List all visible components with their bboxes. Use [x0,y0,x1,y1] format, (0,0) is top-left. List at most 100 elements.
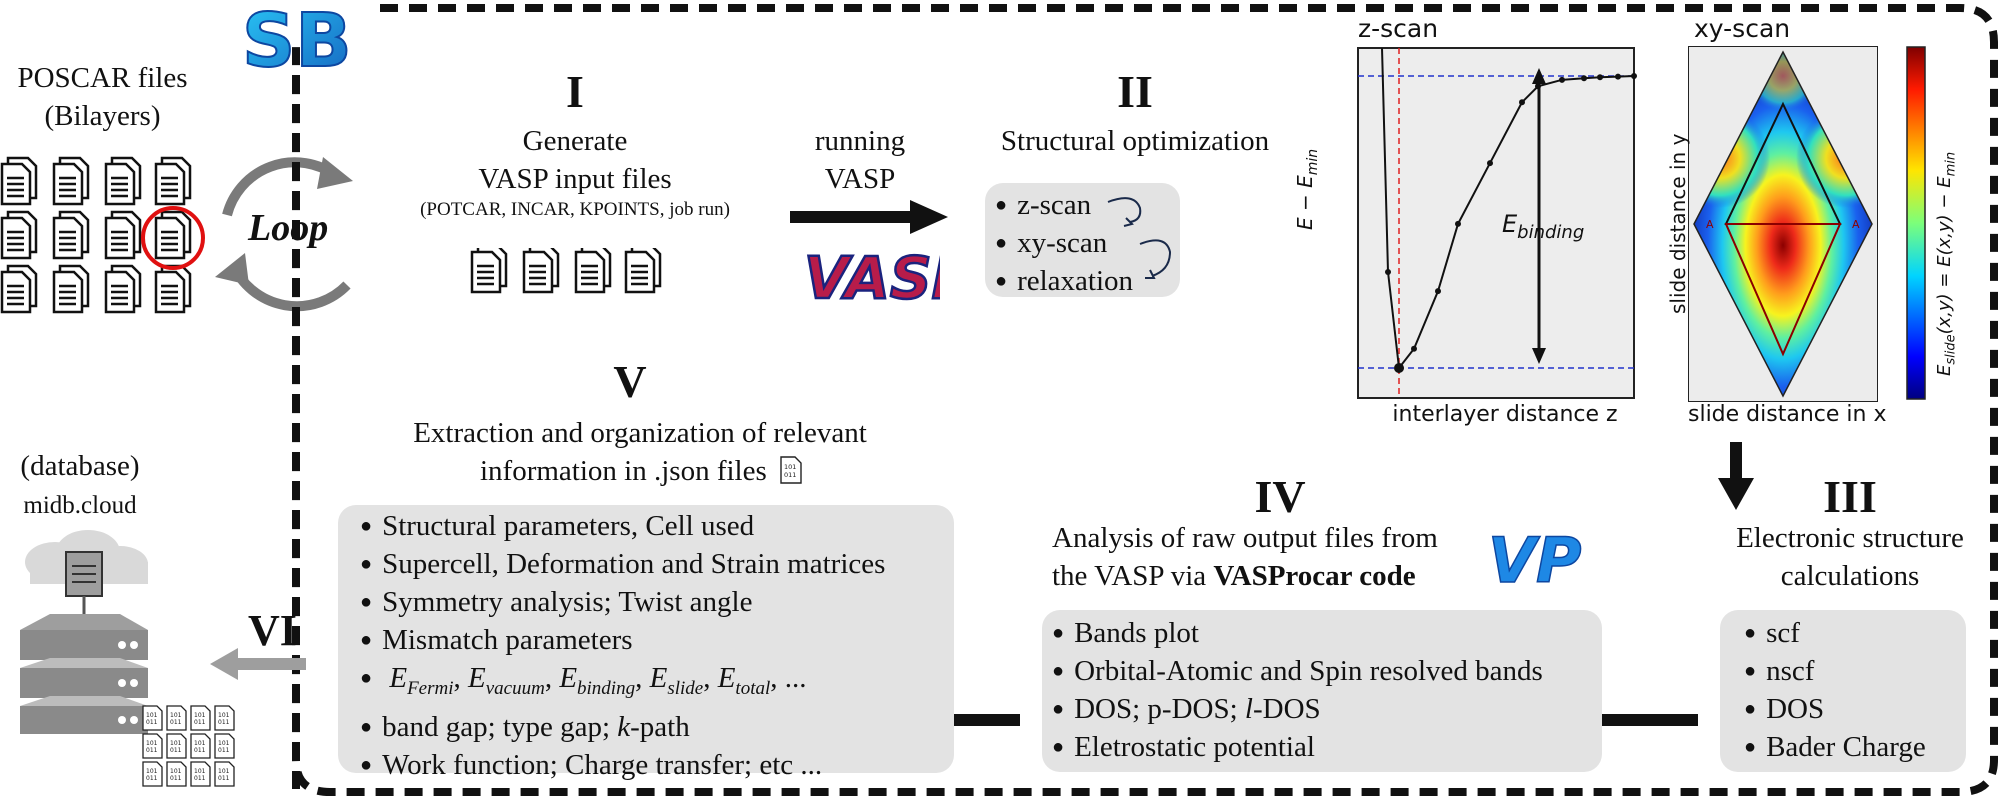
step-v-title-line1: Extraction and organization of relevant [413,417,867,449]
zscan-point [1631,73,1637,79]
running-label: running [814,125,906,157]
file-icon [0,156,38,206]
vp-logo-icon: VP [1488,530,1582,590]
step-i-numeral: I [566,66,584,117]
step-v-box: Structural parameters, Cell used Superce… [338,505,954,781]
zscan-title: z-scan [1358,14,1439,43]
vasp-logo-text: VASP [804,244,940,312]
vasp-label: VASP [824,163,896,195]
step-i-line3: (POTCAR, INCAR, KPOINTS, job run) [420,199,730,220]
file-icon [154,264,192,314]
sb-logo-text: SB [242,2,352,78]
file-icon [0,210,38,260]
step-ii-numeral: II [1117,66,1153,117]
list-item: Structural parameters, Cell used [360,507,954,545]
colorbar-label: Eslide(x,y) = E(x,y) − Emin [1934,151,1959,376]
file-icon [52,156,90,206]
list-item: Supercell, Deformation and Strain matric… [360,545,954,583]
sb-logo: SB [236,0,368,85]
poscar-title: POSCAR files [17,62,188,94]
list-item: DOS; p-DOS; l-DOS [1052,690,1602,728]
zscan-point [1559,76,1565,83]
corner-label-right: A [1852,218,1860,231]
vi-arrow-icon [210,648,306,680]
selected-file-circle [141,206,205,270]
list-item: nscf [1744,652,1966,690]
step-v-title-line2: information in .json files 101 011 [480,455,802,488]
file-icon [154,210,192,260]
step-i-line1: Generate [522,125,628,157]
json-file-grid: 101 011 [142,705,235,787]
run-arrow-icon [790,200,948,234]
list-item: Eletrostatic potential [1052,728,1602,766]
input-files-icon-row [470,248,662,294]
zscan-chart [1357,47,1637,399]
step-iii-title-line1: Electronic structure [1736,522,1964,554]
database-label: (database) [20,450,140,482]
zscan-xlabel: interlayer distance z [1392,402,1618,427]
list-item: relaxation [995,262,1180,300]
list-item: xy-scan [995,224,1180,262]
step-iii-box: scf nscf DOS Bader Charge [1720,610,1966,772]
poscar-file-grid [0,156,205,314]
step-ii-box: z-scan xy-scan relaxation [985,183,1180,297]
file-icon [154,156,192,206]
step-iv-numeral: IV [1254,471,1306,522]
zscan-point [1615,73,1621,80]
step-iii-title-line2: calculations [1780,560,1920,592]
xyscan-title: xy-scan [1694,14,1791,43]
file-icon [104,264,142,314]
list-item: Orbital-Atomic and Spin resolved bands [1052,652,1602,690]
zscan-point [1394,363,1404,373]
svg-text:101: 101 [784,463,796,471]
vp-logo-text: VP [1488,530,1581,590]
step-iv-box: Bands plot Orbital-Atomic and Spin resol… [1042,610,1602,772]
list-item: Bader Charge [1744,728,1966,766]
step-v-numeral: V [613,356,647,407]
zscan-point [1455,220,1461,227]
zscan-annotation: Ebinding [1502,210,1585,243]
database-server-icon [20,530,148,734]
loop-arrow-icon [215,157,353,312]
list-item: Work function; Charge transfer; etc ... [360,746,954,784]
list-item: DOS [1744,690,1966,728]
curved-arrows-icon [1107,197,1172,279]
zscan-ylabel: E − Emin [1293,148,1321,230]
step-iv-title-line1: Analysis of raw output files from [1052,522,1438,554]
xyscan-chart: A A [1688,46,1878,402]
zscan-point [1519,99,1525,106]
list-item: z-scan [995,186,1180,224]
step-iv-title-line2: the VASP via VASProcar code [1052,560,1416,592]
xyscan-ylabel: slide distance in y [1666,133,1690,314]
svg-text:011: 011 [784,471,796,479]
list-item-energies: EFermi, Evacuum, Ebinding, Eslide, Etota… [360,659,954,708]
corner-label-left: A [1706,218,1714,231]
list-item: Bands plot [1052,614,1602,652]
json-file-icon: 101 011 [780,456,802,484]
vasp-logo-icon: VASP [803,243,940,314]
zscan-point [1411,345,1417,352]
down-arrow-icon [1718,442,1754,510]
colorbar [1906,46,1926,400]
file-icon [52,264,90,314]
zscan-point [1581,75,1587,82]
zscan-point [1385,268,1391,275]
zscan-point [1597,74,1603,81]
list-item: Mismatch parameters [360,621,954,659]
list-item: scf [1744,614,1966,652]
step-i-line2: VASP input files [478,163,672,195]
zscan-point [1435,288,1441,295]
list-item-gap: band gap; type gap; k-path [360,708,954,746]
poscar-subtitle: (Bilayers) [44,100,161,132]
file-icon [104,156,142,206]
arrow-iii-iv-icon [1514,704,1698,736]
xyscan-xlabel: slide distance in x [1688,402,1887,427]
vertical-dashed-line [292,75,300,795]
file-icon [104,210,142,260]
step-ii-title: Structural optimization [1000,125,1270,157]
database-url: midb.cloud [23,492,137,519]
step-vi-label: VI [248,606,297,655]
step-iii-numeral: III [1823,471,1877,522]
loop-label: Loop [248,207,329,249]
